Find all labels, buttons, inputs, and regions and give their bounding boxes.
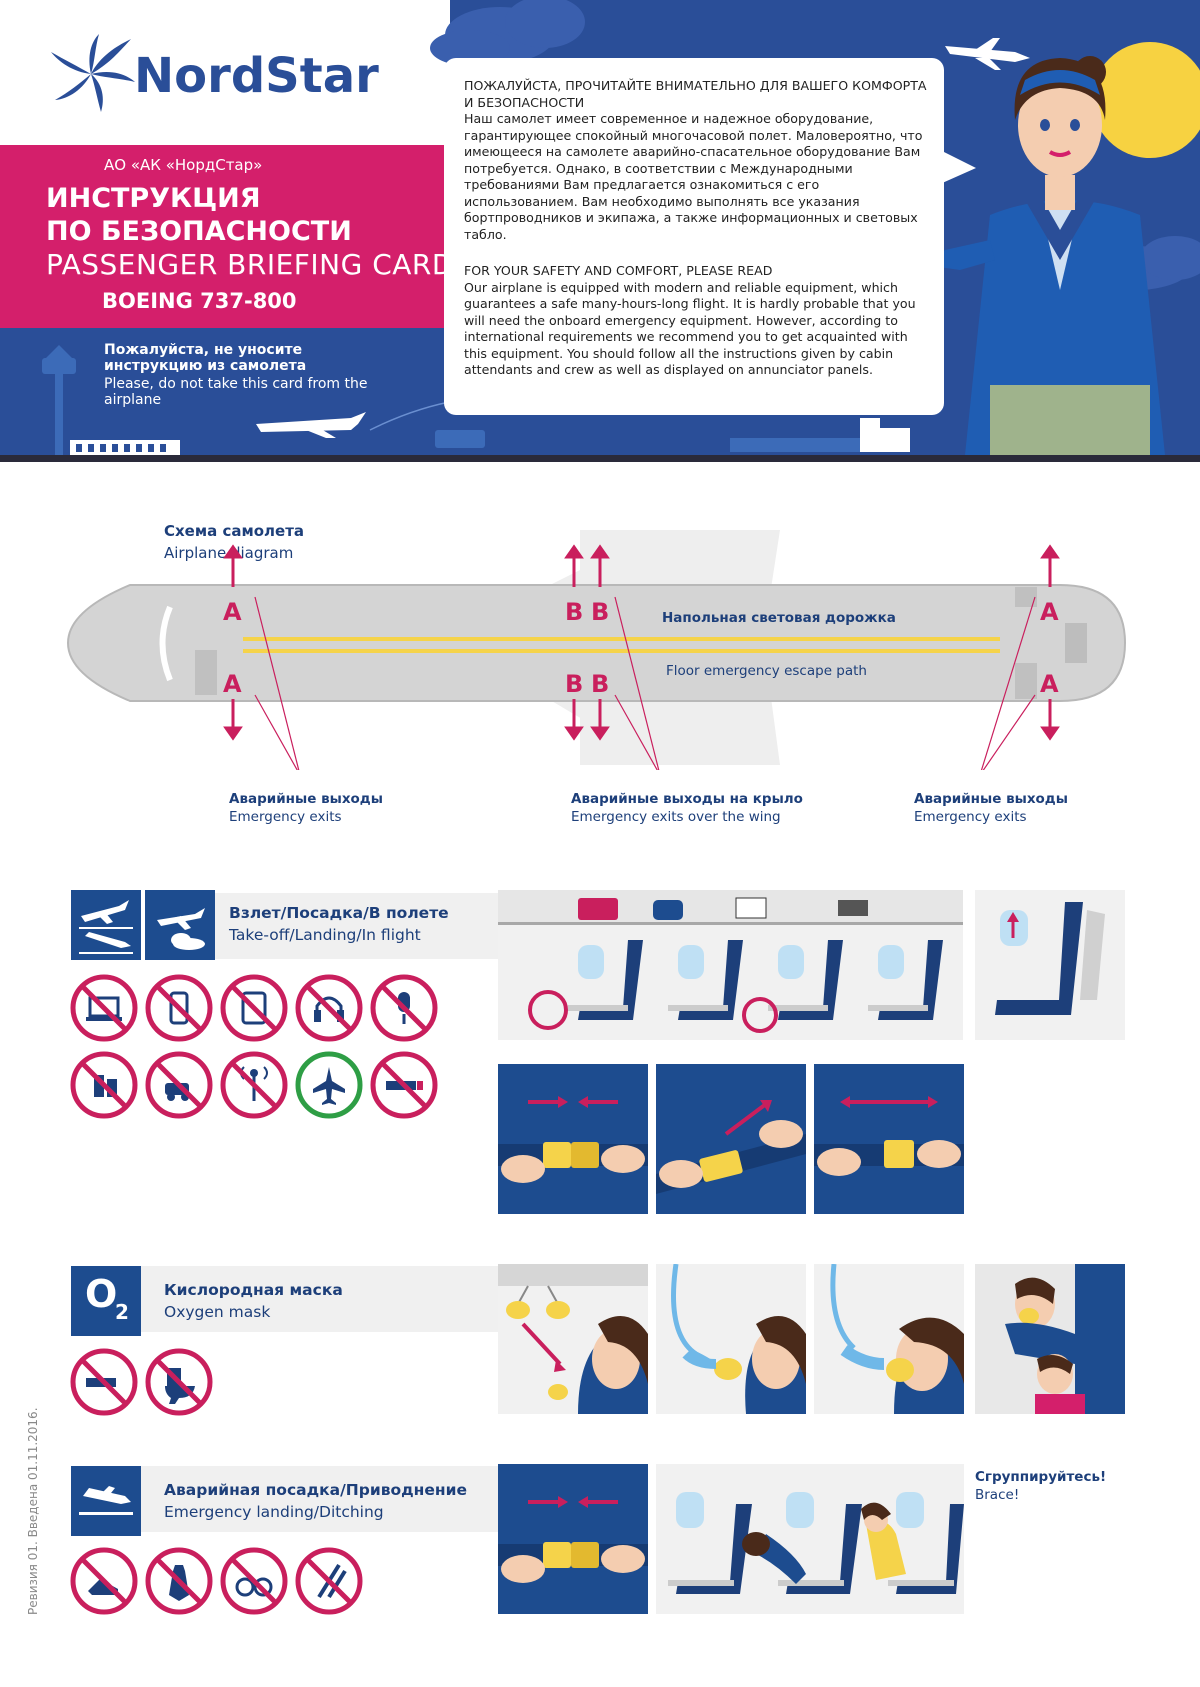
oxygen-mask-drop-panel bbox=[498, 1264, 648, 1414]
exit-a-rear-right: A bbox=[1040, 670, 1059, 698]
airplane-mode-allowed-icon bbox=[295, 1051, 363, 1119]
no-high-heels-icon bbox=[70, 1547, 138, 1615]
takeoff-prohibition-icons bbox=[68, 972, 448, 1119]
oxygen-title-ru: Кислородная маска bbox=[164, 1281, 343, 1299]
intro-en-body: Our airplane is equipped with modern and… bbox=[464, 279, 916, 378]
airplane-diagram bbox=[66, 530, 1127, 770]
company-name: АО «АК «НордСтар» bbox=[104, 156, 263, 174]
exits-front-ru: Аварийные выходы bbox=[229, 791, 383, 807]
keep-card-ru: Пожалуйста, не уносите инструкцию из сам… bbox=[104, 342, 307, 374]
oxygen-mask-pull-panel bbox=[656, 1264, 806, 1414]
takeoff-title-ru: Взлет/Посадка/В полете bbox=[229, 904, 449, 922]
no-transmitter-icon bbox=[223, 1054, 285, 1116]
exits-rear-ru: Аварийные выходы bbox=[914, 791, 1068, 807]
landing-title-ru: Аварийная посадка/Приводнение bbox=[164, 1481, 467, 1499]
exit-b-wing-right-2: B bbox=[591, 670, 610, 698]
brand-name: NordStar bbox=[134, 48, 379, 104]
exits-wing-en: Emergency exits over the wing bbox=[571, 809, 781, 825]
no-laptop-icon bbox=[73, 977, 135, 1039]
no-walkie-talkie-icon bbox=[73, 1054, 135, 1116]
exit-a-front-left: A bbox=[223, 598, 242, 626]
no-smoking-in-lavatory-icon bbox=[145, 1348, 213, 1416]
cabin-stowage-panel bbox=[498, 890, 963, 1040]
no-rc-toy-icon bbox=[148, 1054, 210, 1116]
keep-card-en: Please, do not take this card from the a… bbox=[104, 376, 368, 408]
in-flight-icon bbox=[145, 890, 215, 960]
takeoff-landing-icon bbox=[71, 890, 141, 960]
logo-area bbox=[0, 0, 450, 145]
exits-front-en: Emergency exits bbox=[229, 809, 342, 825]
seatbelt-fasten-panel bbox=[498, 1064, 648, 1214]
sun-icon bbox=[1092, 42, 1200, 158]
title-ru-line1: ИНСТРУКЦИЯ bbox=[46, 183, 261, 214]
intro-en: FOR YOUR SAFETY AND COMFORT, PLEASE READ… bbox=[464, 263, 934, 379]
no-tie-icon bbox=[145, 1547, 213, 1615]
oxygen-icon: O 2 bbox=[71, 1266, 141, 1336]
ground-line bbox=[0, 455, 1200, 462]
intro-ru-body: Наш самолет имеет современное и надежное… bbox=[464, 111, 923, 242]
plane-icon bbox=[256, 412, 366, 438]
oxygen-mask-wear-panel bbox=[814, 1264, 964, 1414]
title-en: PASSENGER BRIEFING CARD bbox=[46, 248, 454, 281]
oxygen-title-en: Oxygen mask bbox=[164, 1303, 271, 1321]
brace-position-panel bbox=[656, 1464, 964, 1614]
oxygen-prohibition-icons bbox=[70, 1348, 213, 1416]
seatbelt-tighten-panel bbox=[656, 1064, 806, 1214]
no-glasses-icon bbox=[220, 1547, 288, 1615]
brace-seatbelt-panel bbox=[498, 1464, 648, 1614]
nordstar-logo-icon bbox=[51, 34, 135, 112]
no-smoking-icon bbox=[70, 1348, 138, 1416]
title-panel bbox=[0, 145, 450, 328]
exit-a-rear-left: A bbox=[1040, 598, 1059, 626]
header-banner: ПОЖАЛУЙСТА, ПРОЧИТАЙТЕ ВНИМАТЕЛЬНО ДЛЯ В… bbox=[0, 0, 1200, 462]
no-tablet-icon bbox=[223, 977, 285, 1039]
oxygen-icon-o: O bbox=[85, 1272, 118, 1316]
intro-ru: ПОЖАЛУЙСТА, ПРОЧИТАЙТЕ ВНИМАТЕЛЬНО ДЛЯ В… bbox=[464, 78, 934, 243]
takeoff-title-band bbox=[210, 893, 500, 959]
brace-label-en: Brace! bbox=[975, 1487, 1020, 1503]
no-headphones-icon bbox=[298, 977, 360, 1039]
oxygen-mask-help-child-panel bbox=[975, 1264, 1125, 1414]
exits-rear-en: Emergency exits bbox=[914, 809, 1027, 825]
airport-tower-icon bbox=[42, 345, 76, 455]
takeoff-title-en: Take-off/Landing/In flight bbox=[229, 926, 421, 944]
oxygen-title-band bbox=[140, 1266, 500, 1332]
landing-title-band bbox=[140, 1466, 500, 1532]
exit-b-wing-right-1: B bbox=[565, 670, 584, 698]
no-microphone-icon bbox=[373, 977, 435, 1039]
landing-prohibition-icons bbox=[70, 1547, 363, 1615]
exits-wing-ru: Аварийные выходы на крыло bbox=[571, 791, 803, 807]
intro-speech-bubble bbox=[444, 58, 944, 415]
no-sharp-objects-icon bbox=[295, 1547, 363, 1615]
exit-b-wing-left-1: B bbox=[565, 598, 584, 626]
title-ru-line2: ПО БЕЗОПАСНОСТИ bbox=[46, 216, 352, 247]
seatbelt-release-panel bbox=[814, 1064, 964, 1214]
landing-title-en: Emergency landing/Ditching bbox=[164, 1503, 384, 1521]
intro-en-heading: FOR YOUR SAFETY AND COMFORT, PLEASE READ bbox=[464, 263, 773, 278]
exit-a-front-right: A bbox=[223, 670, 242, 698]
diagram-title-ru: Схема самолета bbox=[164, 522, 305, 540]
brace-label-ru: Сгруппируйтесь! bbox=[975, 1469, 1107, 1485]
escape-path-label-ru: Напольная световая дорожка bbox=[662, 610, 896, 626]
no-smoking-icon bbox=[373, 1054, 435, 1116]
bubble-tail bbox=[940, 150, 976, 184]
emergency-landing-icon bbox=[71, 1466, 141, 1536]
oxygen-icon-sub: 2 bbox=[115, 1300, 129, 1324]
exit-b-wing-left-2: B bbox=[591, 598, 610, 626]
seat-upright-panel bbox=[975, 890, 1125, 1040]
revision-note: Ревизия 01. Введена 01.11.2016. bbox=[26, 1407, 40, 1615]
aircraft-model: BOEING 737-800 bbox=[102, 289, 297, 313]
no-phone-icon bbox=[148, 977, 210, 1039]
intro-ru-heading: ПОЖАЛУЙСТА, ПРОЧИТАЙТЕ ВНИМАТЕЛЬНО ДЛЯ В… bbox=[464, 78, 927, 110]
escape-path-label-en: Floor emergency escape path bbox=[666, 663, 867, 679]
